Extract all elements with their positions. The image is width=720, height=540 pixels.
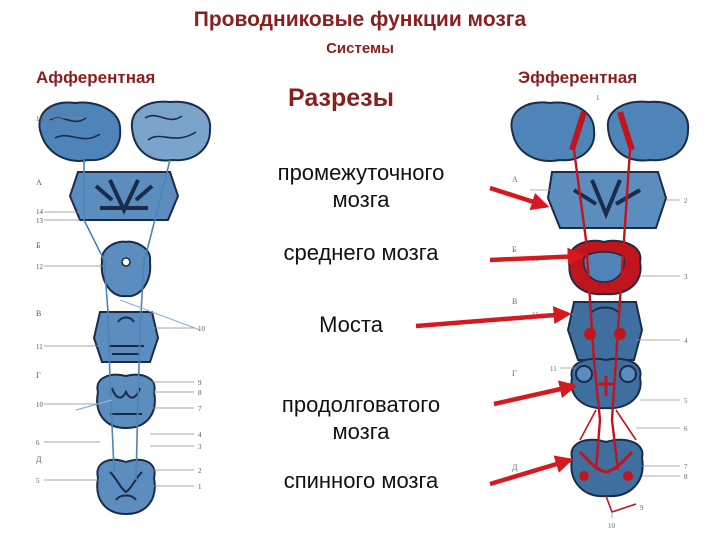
afferent-section-letters: А Б В Г Д [36, 178, 42, 464]
efferent-num: 2 [684, 197, 688, 205]
efferent-letter-g: Г [512, 369, 517, 378]
afferent-hemispheres [38, 100, 212, 162]
efferent-section-medulla [570, 357, 642, 410]
afferent-numbers: 15 14 13 12 11 10 9 8 7 6 5 4 3 2 1 10 [36, 115, 206, 491]
arrow-midbrain [489, 247, 586, 266]
afferent-num: 6 [36, 439, 40, 447]
efferent-num: 9 [640, 504, 644, 512]
efferent-num: 8 [684, 473, 688, 481]
efferent-num: 3 [684, 273, 688, 281]
label-pons: Моста [206, 312, 516, 339]
afferent-letter-v: В [36, 309, 41, 318]
afferent-num: 14 [36, 208, 44, 216]
afferent-letter-d: Д [36, 455, 42, 464]
afferent-section-diencephalon [68, 171, 180, 221]
afferent-pathway-3 [75, 299, 201, 411]
efferent-leader-lines [530, 189, 680, 518]
page-title: Проводниковые функции мозга [193, 8, 527, 31]
afferent-panel: А Б В Г Д 15 14 13 12 11 10 9 8 7 6 5 4 … [36, 100, 212, 516]
label-medulla: продолговатого мозга [206, 392, 516, 446]
afferent-letter-g: Г [36, 371, 41, 380]
label-diencephalon: промежуточного мозга [206, 160, 516, 214]
afferent-num: 12 [36, 263, 44, 271]
afferent-section-pons [92, 311, 160, 363]
efferent-section-midbrain [568, 239, 642, 296]
label-diencephalon-line2: мозга [332, 186, 390, 212]
label-spinal: спинного мозга [283, 468, 439, 493]
label-medulla-line1: продолговатого [281, 392, 441, 417]
efferent-letter-d: Д [512, 463, 518, 472]
afferent-num: 3 [198, 443, 202, 451]
afferent-num: 10 [36, 401, 44, 409]
efferent-num: 4 [684, 337, 688, 345]
afferent-leader-lines [44, 117, 194, 487]
arrow-medulla [493, 380, 578, 407]
afferent-label: Афферентная [36, 68, 156, 87]
afferent-num: 5 [36, 477, 40, 485]
efferent-tract-2 [610, 149, 632, 471]
afferent-num: 9 [198, 379, 202, 387]
efferent-num: 10 [608, 522, 616, 530]
arrow-pons [415, 306, 572, 329]
efferent-section-letters: А Б В Г Д [512, 175, 518, 472]
afferent-section-spinal [96, 458, 156, 516]
afferent-num: 2 [198, 467, 202, 475]
efferent-section-spinal [570, 438, 644, 498]
arrow-spinal [489, 455, 574, 487]
efferent-num: 5 [684, 397, 688, 405]
efferent-num: 6 [684, 425, 688, 433]
afferent-num: 11 [36, 343, 43, 351]
afferent-num: 10 [198, 325, 206, 333]
afferent-num: 13 [36, 217, 44, 225]
efferent-letter-a: А [512, 175, 518, 184]
efferent-panel: А Б В Г Д 1 2 3 4 5 6 7 8 9 10 11 11 11 [510, 94, 690, 530]
efferent-letter-b: Б [512, 245, 517, 254]
efferent-letter-v: В [512, 297, 517, 306]
systems-subtitle: Системы [326, 40, 394, 57]
afferent-num: 4 [198, 431, 202, 439]
afferent-num: 7 [198, 405, 202, 413]
afferent-num: 15 [36, 115, 44, 123]
label-medulla-line2: мозга [332, 418, 390, 444]
efferent-tract-1 [572, 149, 602, 471]
afferent-section-midbrain [100, 240, 152, 298]
label-midbrain: среднего мозга [283, 240, 439, 265]
afferent-letter-b: Б [36, 241, 41, 250]
arrow-diencephalon [489, 185, 550, 211]
efferent-hemispheres [510, 100, 690, 162]
efferent-num: 1 [596, 94, 600, 102]
efferent-num: 11 [550, 365, 557, 373]
efferent-section-pons [566, 301, 644, 361]
sections-heading: Разрезы [288, 84, 394, 112]
afferent-num: 1 [198, 483, 202, 491]
efferent-label: Эфферентная [518, 68, 638, 87]
afferent-pathway-1 [83, 160, 115, 471]
efferent-num: 7 [684, 463, 688, 471]
afferent-num: 8 [198, 389, 202, 397]
afferent-letter-a: А [36, 178, 42, 187]
label-pons-text: Моста [319, 312, 383, 337]
label-diencephalon-line1: промежуточного [277, 160, 445, 185]
efferent-section-diencephalon [546, 171, 668, 229]
afferent-pathway-2 [135, 159, 171, 481]
section-arrows [415, 185, 586, 487]
